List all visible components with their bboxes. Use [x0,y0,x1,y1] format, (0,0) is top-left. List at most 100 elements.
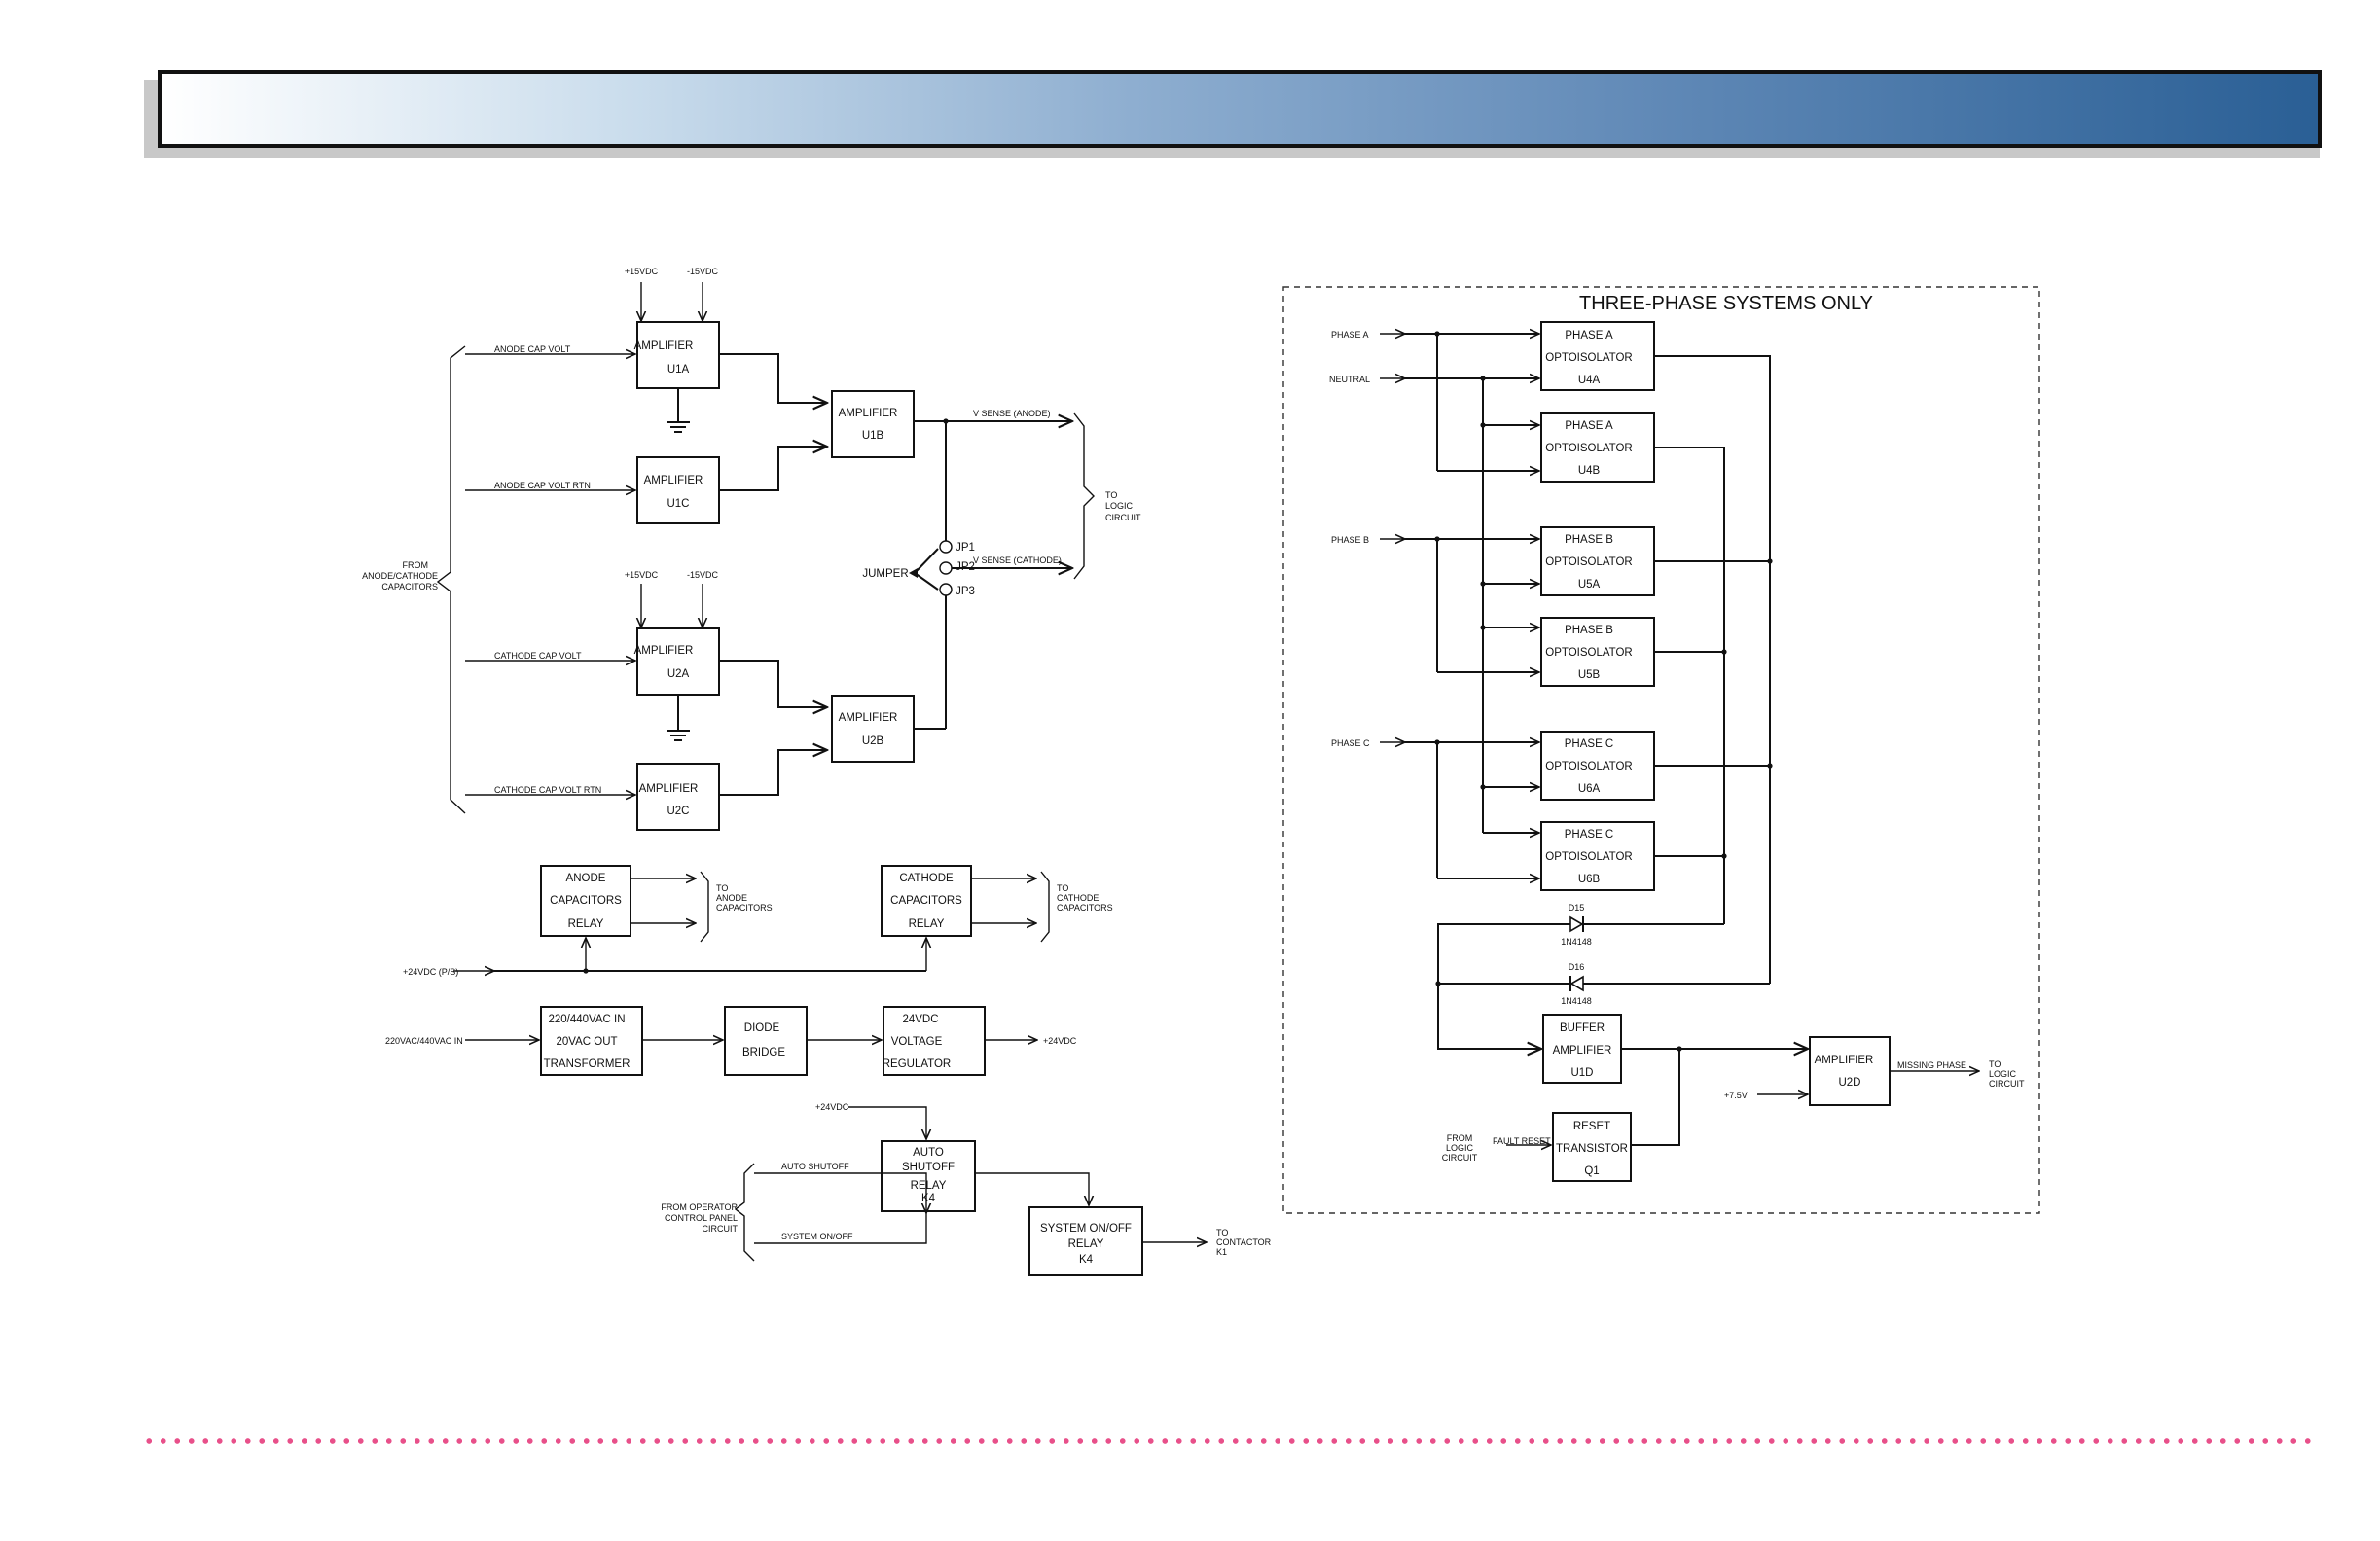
amplifier-u2b [831,695,915,763]
block-label: AMPLIFIER [1815,1055,1874,1066]
input-label: ANODE CAP VOLT RTN [494,481,591,490]
to-contactor-label: TO [1216,1228,1228,1237]
neutral-input: NEUTRAL [1329,375,1370,384]
to-cathode-label: CATHODE [1057,893,1099,903]
auto-shutoff-relay [881,1140,976,1212]
system-onoff-relay [1028,1206,1143,1276]
diode-d15 [1569,915,1584,933]
block-label: OPTOISOLATOR [1545,761,1632,772]
block-label: U5A [1578,579,1601,591]
block-label: AMPLIFIER [839,712,898,724]
block-label: DIODE [744,1022,780,1034]
block-label: U2A [667,668,690,680]
relay-section: ANODE CAPACITORS RELAY TO ANODE CAPACITO… [403,865,1113,977]
diode-label: D16 [1569,962,1585,972]
block-label: RELAY [1068,1238,1104,1250]
block-label: AMPLIFIER [639,783,699,795]
block-label: OPTOISOLATOR [1545,352,1632,364]
to-logic-label: CIRCUIT [1989,1079,2025,1089]
block-label: PHASE C [1565,738,1614,750]
power-output-label: +24VDC [1043,1036,1077,1046]
from-operator-label: CONTROL PANEL [665,1213,738,1223]
power-section: 220VAC/440VAC IN 220/440VAC IN 20VAC OUT… [385,1006,1077,1076]
opto-u6a: PHASE C OPTOISOLATOR U6A [1540,731,1655,801]
amplifier-u1a [636,321,720,389]
opto-u4b: PHASE A OPTOISOLATOR U4B [1540,412,1655,483]
block-label: AMPLIFIER [839,408,898,419]
block-label: CAPACITORS [550,895,622,907]
block-label: SYSTEM ON/OFF [1040,1223,1132,1235]
ps24-label: +24VDC (P/S) [403,967,458,977]
jp-label: JP3 [956,586,975,597]
block-label: PHASE B [1565,534,1613,546]
input-label: CATHODE CAP VOLT [494,651,582,661]
p24-label: +24VDC [815,1102,849,1112]
three-phase-section: THREE-PHASE SYSTEMS ONLY PHASE A NEUTRAL… [1282,286,2040,1214]
block-label: 20VAC OUT [556,1036,617,1048]
from-logic-label: LOGIC [1446,1143,1474,1153]
amplifier-u2c [636,763,720,831]
block-label: OPTOISOLATOR [1545,851,1632,863]
block-label: OPTOISOLATOR [1545,443,1632,454]
from-caps-label: CAPACITORS [381,582,438,591]
block-label: PHASE A [1565,420,1613,432]
block-label: RESET [1573,1121,1610,1132]
block-label: PHASE B [1565,625,1613,636]
transformer-block [540,1006,643,1076]
cathode-capacitors-relay [881,865,972,937]
block-label: SHUTOFF [902,1162,955,1173]
footer-dotted-line [142,1438,2318,1444]
to-contactor-label: K1 [1216,1247,1227,1257]
voltage-regulator-block [883,1006,986,1076]
reset-transistor-q1 [1552,1112,1632,1182]
opto-u5a: PHASE B OPTOISOLATOR U5A [1540,526,1655,596]
to-anode-label: CAPACITORS [716,903,773,913]
block-label: U1D [1570,1067,1593,1079]
block-label: U4A [1578,375,1601,386]
to-contactor-label: CONTACTOR [1216,1237,1272,1247]
block-label: AMPLIFIER [634,340,694,352]
block-label: RELAY [909,918,945,930]
block-label: PHASE A [1565,330,1613,341]
phase-c-input: PHASE C [1331,738,1370,748]
block-label: AMPLIFIER [634,645,694,657]
to-logic-label: CIRCUIT [1105,513,1141,522]
jp-label: JP2 [956,561,975,573]
to-cathode-label: TO [1057,883,1068,893]
jumper-label: JUMPER [862,568,908,580]
input-label: ANODE CAP VOLT [494,344,571,354]
diode-label: D15 [1569,903,1585,913]
block-label: RELAY [568,918,604,930]
opto-u5b: PHASE B OPTOISOLATOR U5B [1540,617,1655,687]
diode-bridge-block [724,1006,808,1076]
block-label: AMPLIFIER [644,475,703,486]
block-label: K4 [1079,1254,1094,1266]
block-label: U6B [1578,874,1601,885]
input-label: CATHODE CAP VOLT RTN [494,785,601,795]
power-input-label: 220VAC/440VAC IN [385,1036,463,1046]
block-label: OPTOISOLATOR [1545,556,1632,568]
rail-label: +15VDC [625,570,659,580]
block-label: U1A [667,364,690,376]
block-label: RELAY [911,1180,947,1192]
to-logic-label: LOGIC [1105,501,1134,511]
block-label: VOLTAGE [891,1036,943,1048]
block-label: AMPLIFIER [1553,1045,1612,1057]
system-onoff-label: SYSTEM ON/OFF [781,1232,853,1241]
diode-part: 1N4148 [1561,996,1592,1006]
block-label: U6A [1578,783,1601,795]
amplifier-u1b [831,390,915,458]
block-label: U1B [862,430,884,442]
to-logic-label: LOGIC [1989,1069,2017,1079]
diode-part: 1N4148 [1561,937,1592,947]
cap-voltage-section: +15VDC -15VDC AMPLIFIER U1A AMPLIFIER U1… [362,267,1141,831]
block-label: REGULATOR [883,1058,952,1070]
rail-label: -15VDC [687,570,719,580]
phase-a-input: PHASE A [1331,330,1369,340]
fault-reset-label: FAULT RESET [1493,1136,1551,1146]
auto-shutoff-label: AUTO SHUTOFF [781,1162,849,1171]
opto-u4a: PHASE A OPTOISOLATOR U4A [1540,321,1655,391]
block-label: 24VDC [902,1014,938,1025]
from-operator-label: CIRCUIT [703,1224,739,1234]
